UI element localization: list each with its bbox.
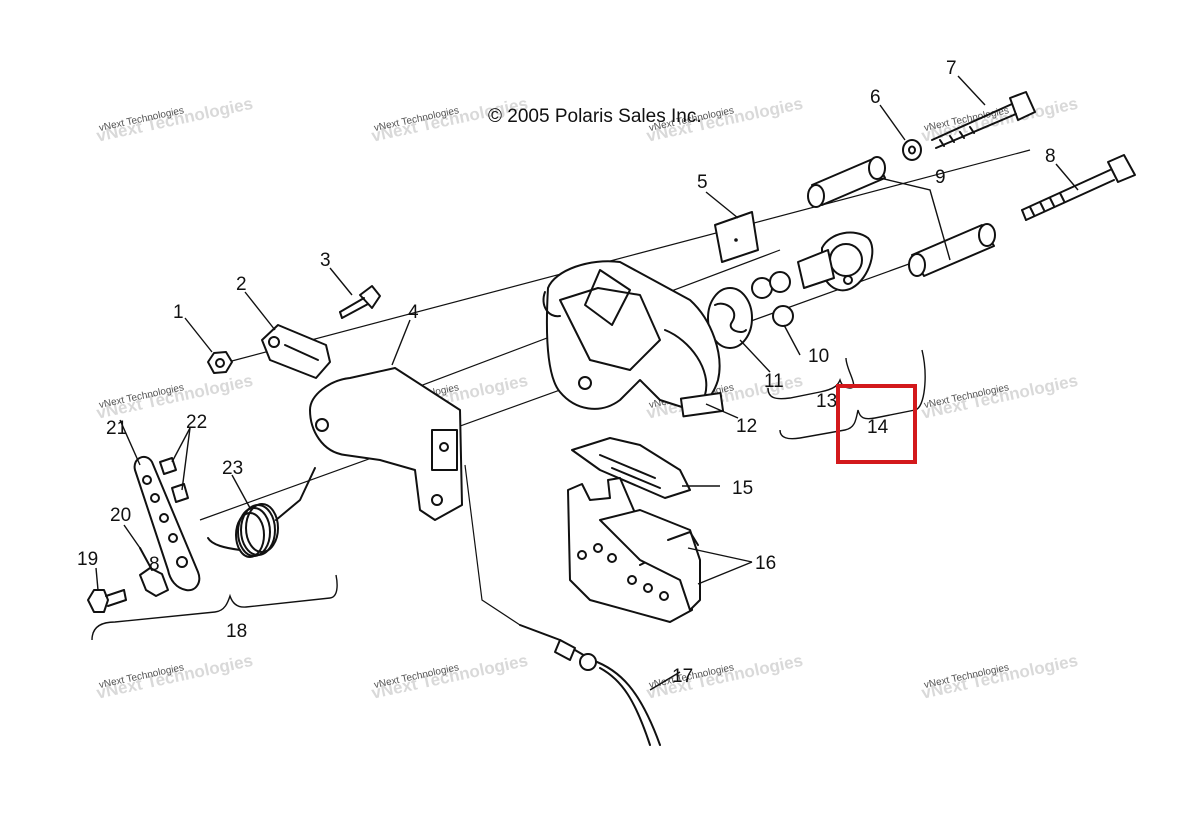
bolt [339,285,381,319]
bushing-lower [908,223,996,277]
callout-8-secondary: 8 [149,554,160,575]
watermark: vNext Technologies vNext Technologies [920,651,1080,703]
hex-nut [207,351,233,374]
callout-4: 4 [408,302,419,323]
highlight-box [836,384,917,464]
ramp-plate [707,287,753,349]
brake-cable [519,624,661,746]
callout-13: 13 [816,391,837,412]
shim-plate [714,211,759,263]
washer [902,139,922,161]
brake-pad-front [599,509,701,611]
watermark: vNext Technologies vNext Technologies [370,651,530,703]
watermark: vNext Technologies vNext Technologies [920,371,1080,423]
callout-15: 15 [732,478,753,499]
callout-23: 23 [222,458,243,479]
caliper-body [542,260,725,418]
callout-18: 18 [226,621,247,642]
callout-8: 8 [1045,146,1056,167]
steel-balls [751,271,794,327]
callout-labels: 1 2 3 4 5 6 7 8 9 10 11 12 13 14 15 16 1… [77,58,1056,687]
callout-20: 20 [110,505,131,526]
pivot-bolt [87,589,127,613]
callout-21: 21 [106,418,127,439]
watermark: vNext Technologies vNext Technologies [645,651,805,703]
callout-14: 14 [867,417,889,438]
socket-bolt [1021,154,1136,221]
callout-7: 7 [946,58,957,79]
callout-19: 19 [77,549,98,570]
bushing-upper [807,156,886,208]
bracket [309,367,463,521]
callout-11: 11 [764,371,784,392]
callout-3: 3 [320,250,331,271]
callout-9: 9 [935,167,946,188]
clevis [261,324,331,379]
callout-17: 17 [672,666,693,687]
callout-1: 1 [173,302,184,323]
watermark: vNext Technologies vNext Technologies [920,94,1080,146]
callout-22: 22 [186,412,207,433]
watermark: vNext Technologies vNext Technologies [95,371,255,423]
piston-assembly [797,231,874,292]
callout-2: 2 [236,274,247,295]
callout-16: 16 [755,553,776,574]
callout-6: 6 [870,87,881,108]
torsion-spring [207,467,316,558]
leader-lines [95,75,1079,691]
long-bolt [931,91,1036,149]
wing-screw [139,547,169,597]
callout-10: 10 [808,346,829,367]
lever-arm [133,455,201,592]
pad-spring [571,437,691,499]
copyright-text: © 2005 Polaris Sales Inc. [488,106,702,127]
watermark: vNext Technologies vNext Technologies [95,651,255,703]
watermark: vNext Technologies vNext Technologies [95,94,255,146]
callout-5: 5 [697,172,708,193]
callout-12: 12 [736,416,757,437]
